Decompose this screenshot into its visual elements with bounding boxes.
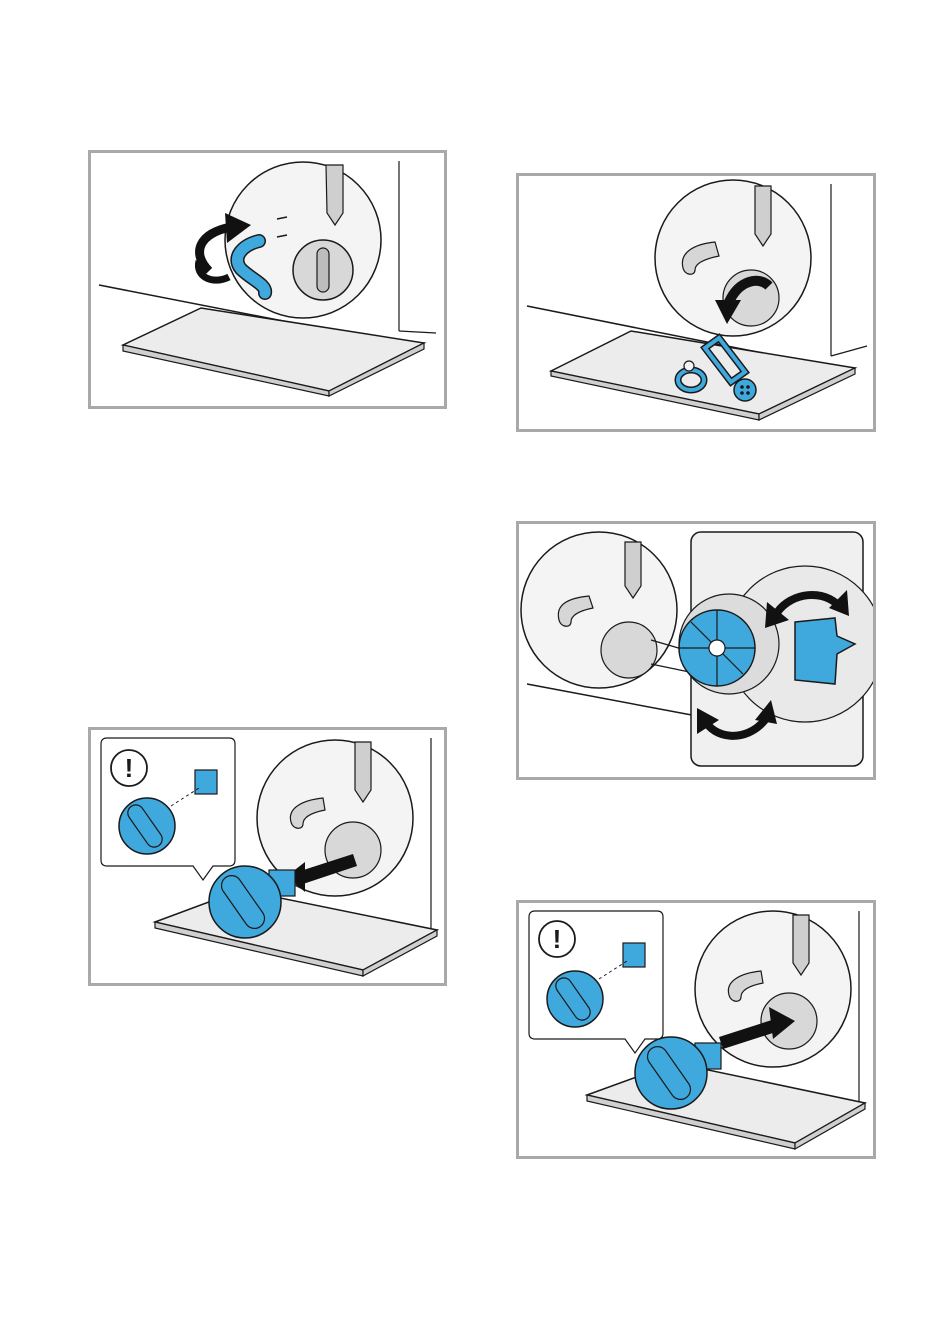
- warning-icon: !: [553, 924, 562, 954]
- illustration-panel-cap-insert: !: [516, 900, 876, 1159]
- cap-insert-illustration: !: [519, 903, 873, 1156]
- impeller-illustration: [519, 524, 873, 777]
- drain-hose-illustration: [91, 153, 444, 406]
- foreign-objects-illustration: [519, 176, 873, 429]
- warning-icon: !: [125, 753, 134, 783]
- illustration-panel-cap-remove: !: [88, 727, 447, 986]
- illustration-panel-impeller: [516, 521, 876, 780]
- illustration-panel-drain-hose: [88, 150, 447, 409]
- cap-remove-illustration: !: [91, 730, 444, 983]
- illustration-panel-foreign-objects: [516, 173, 876, 432]
